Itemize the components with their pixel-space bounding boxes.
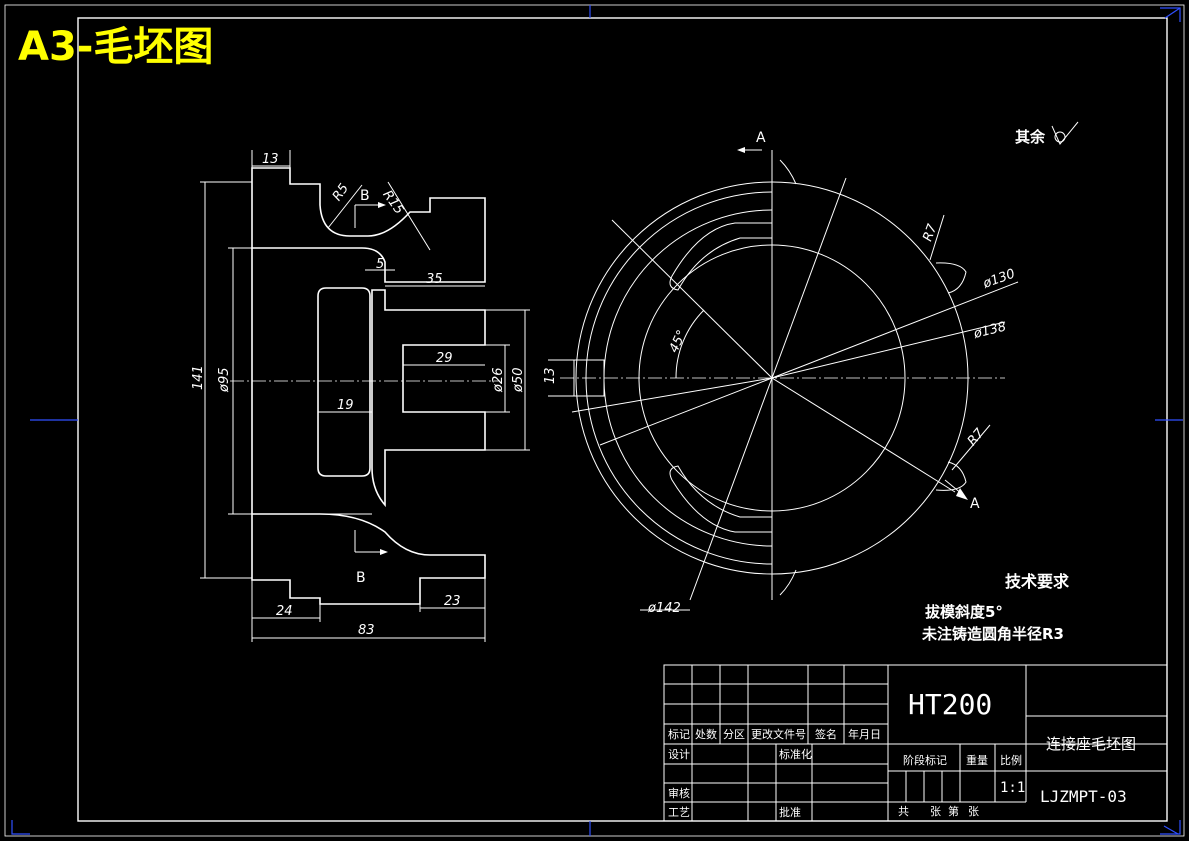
tb-approve: 批准: [779, 805, 801, 819]
inner-pocket: [317, 287, 371, 477]
hub-section: [371, 289, 486, 508]
section-a-bottom: A: [970, 496, 980, 512]
section-a-top: A: [756, 130, 766, 146]
tb-drawing-no: LJZMPT-03: [1040, 787, 1127, 806]
dim-23: 23: [444, 594, 461, 609]
tb-review: 审核: [668, 786, 690, 800]
lower-flange-section: [251, 513, 486, 605]
outer-frame: [4, 4, 1185, 837]
tb-header-count: 处数: [695, 728, 717, 741]
tb-material: HT200: [908, 688, 992, 721]
centering-marks: [11, 5, 1183, 836]
tb-header-mark: 标记: [668, 727, 690, 741]
tb-scale: 1:1: [1000, 780, 1025, 796]
tb-part-name: 连接座毛坯图: [1046, 735, 1136, 753]
section-b-top: B: [360, 188, 370, 204]
dim-24: 24: [276, 604, 293, 619]
tb-header-date: 年月日: [848, 727, 881, 741]
dim-d50: ø50: [511, 368, 526, 394]
title-block: 标记 处数 分区 更改文件号 签名 年月日 设计 标准化 审核 工艺 批准 HT…: [663, 664, 1168, 822]
tb-design: 设计: [668, 748, 690, 761]
tb-process: 工艺: [668, 806, 690, 819]
tb-sheet-no: 第: [948, 804, 959, 818]
tb-header-signature: 签名: [815, 727, 837, 741]
dim-d95: ø95: [217, 368, 232, 394]
dim-29: 29: [436, 351, 453, 366]
dim-35: 35: [426, 272, 443, 287]
dim-19: 19: [337, 398, 354, 413]
roughness-symbol: [1051, 121, 1079, 145]
inner-frame: [77, 17, 1168, 822]
left-section-view: 13 R5 R15 B 5 35 141 ø95 29 ø26 ø50 19: [191, 150, 530, 642]
dim-r7-top: R7: [920, 221, 940, 243]
tb-sheets: 共: [898, 805, 909, 818]
dim-83: 83: [358, 623, 375, 638]
dim-d142: ø142: [647, 601, 681, 616]
dim-d130: ø130: [980, 266, 1017, 292]
tech-req-line2: 未注铸造圆角半径R3: [921, 625, 1064, 643]
tb-sheet-unit2: 张: [968, 805, 979, 818]
dim-r5: R5: [330, 181, 352, 204]
tb-ratio: 比例: [1000, 753, 1022, 767]
dim-141: 141: [191, 365, 206, 390]
dim-d138: ø138: [971, 319, 1007, 342]
roughness-note: 其余: [1015, 128, 1046, 146]
dim-d26: ø26: [491, 368, 506, 394]
dim-13-pocket: 13: [543, 367, 558, 384]
section-b-bottom: B: [356, 570, 366, 586]
dim-r7-bottom: R7: [965, 425, 988, 448]
dim-r15: R15: [379, 188, 406, 218]
tb-weight: 重量: [966, 753, 988, 767]
tb-header-change-doc: 更改文件号: [751, 727, 806, 741]
tb-stage-mark: 阶段标记: [903, 753, 947, 767]
upper-flange-section: [251, 167, 486, 283]
tb-header-zone: 分区: [723, 728, 745, 741]
tech-req-heading: 技术要求: [1005, 572, 1070, 591]
tb-sheet-unit: 张: [930, 805, 941, 818]
drawing-title: A3-毛坯图: [18, 24, 213, 70]
dim-13: 13: [262, 152, 279, 167]
dim-5: 5: [376, 257, 384, 272]
tb-standardize: 标准化: [779, 747, 812, 761]
dim-45deg: 45°: [667, 328, 690, 355]
tech-req-line1: 拔模斜度5°: [925, 603, 1003, 621]
right-view: 13 45° ø130 ø138 R7 R7 ø142 A A: [543, 130, 1019, 616]
